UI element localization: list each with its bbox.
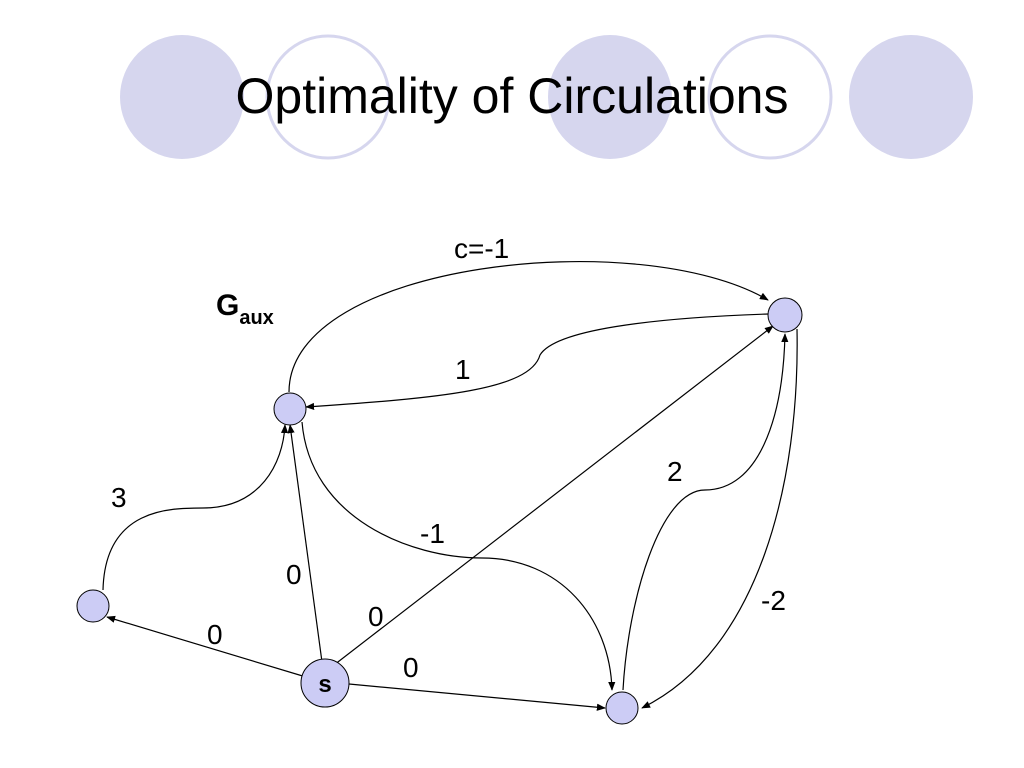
- edge-s-to-bottom-right: [348, 683, 606, 711]
- header-decoration: [120, 34, 973, 160]
- edge-label-top-right-to-bottom-right: -2: [761, 585, 786, 616]
- decor-circle-outline: [265, 34, 391, 160]
- edge-s-to-top-left: [287, 424, 323, 663]
- decor-circle-filled: [548, 35, 672, 159]
- edge-label-top-left-to-top-right: c=-1: [454, 233, 509, 264]
- decor-circle-filled: [120, 35, 244, 159]
- edge-label-s-to-bottom-right: 0: [403, 652, 419, 683]
- edge-left-to-top-left: [102, 424, 289, 591]
- edge-label-top-right-to-top-left: 1: [455, 354, 471, 385]
- decor-circle-outline: [707, 34, 833, 160]
- graph-edges: [102, 260, 798, 711]
- slide-title: Optimality of Circulations: [235, 68, 789, 124]
- edge-s-to-left: [106, 615, 307, 678]
- edge-label-s-to-top-left: 0: [286, 559, 302, 590]
- edge-top-left-to-bottom-right: [301, 421, 616, 691]
- edge-top-right-to-bottom-right: [641, 328, 798, 709]
- graph-name-main: G: [216, 289, 239, 322]
- graph-nodes: s: [76, 297, 803, 725]
- edge-label-bottom-right-to-top-right: 2: [667, 456, 683, 487]
- graph-name-label: Gaux: [216, 289, 274, 329]
- edge-top-left-to-top-right: [288, 260, 769, 393]
- edge-label-s-to-left: 0: [207, 619, 223, 650]
- node-s-label: s: [318, 671, 331, 698]
- edge-label-top-left-to-bottom-right: -1: [420, 518, 445, 549]
- edge-label-s-to-top-right: 0: [368, 601, 384, 632]
- node-top-left: [273, 392, 307, 426]
- edge-label-left-to-top-left: 3: [111, 482, 127, 513]
- node-s: [300, 658, 350, 708]
- edge-top-right-to-top-left: [305, 313, 769, 411]
- edge-s-to-top-right: [333, 325, 774, 666]
- edge-bottom-right-to-top-right: [622, 333, 789, 691]
- edge-labels: 0 0 0 0 3 c=-1 1 -1 2 -2: [111, 233, 786, 683]
- graph-name-subscript: aux: [239, 307, 273, 329]
- node-bottom-right: [605, 691, 639, 725]
- node-left: [76, 589, 110, 623]
- node-top-right: [767, 297, 803, 333]
- decor-circle-filled: [849, 35, 973, 159]
